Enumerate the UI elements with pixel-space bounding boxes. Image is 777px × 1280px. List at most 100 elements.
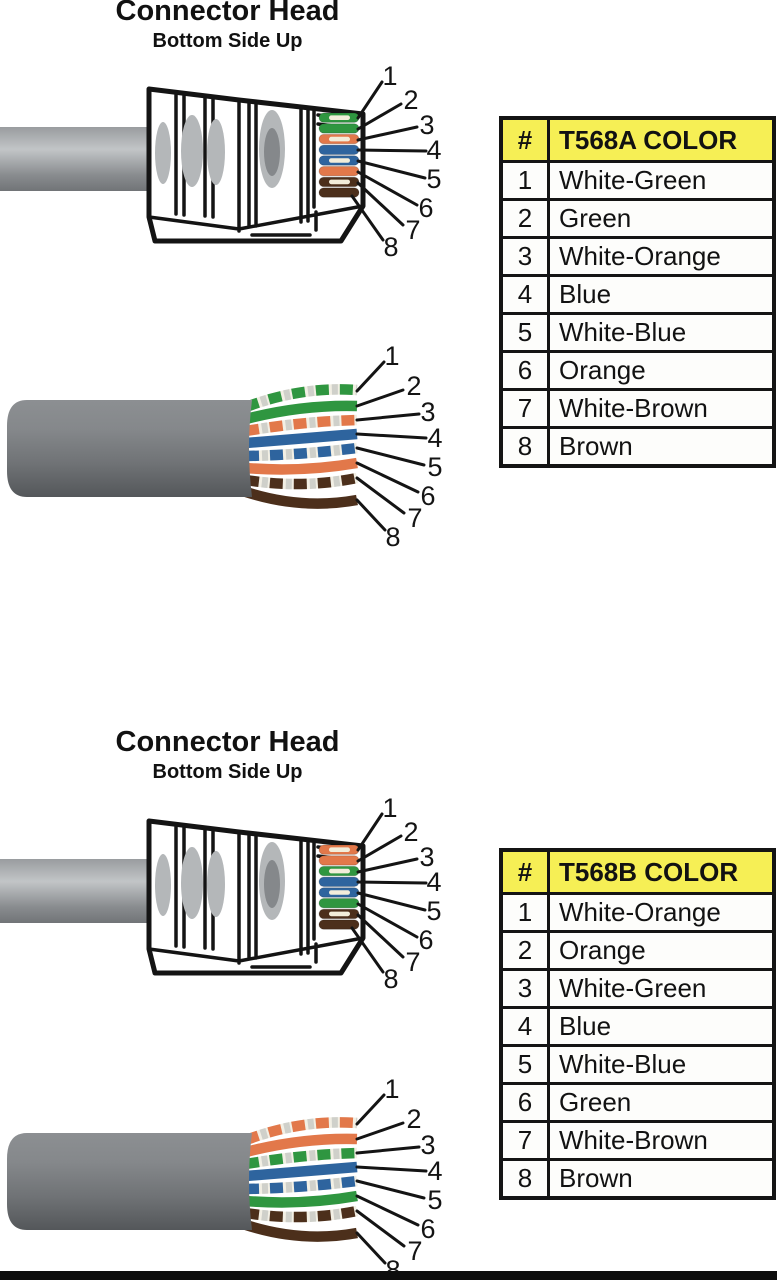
- cable-jacket: [0, 859, 148, 923]
- wire-number-labels: 1 2 3 4 5 6 7 8: [384, 1074, 442, 1280]
- connector-pins-t568b: [318, 844, 360, 930]
- page-subtitle: Bottom Side Up: [152, 30, 303, 52]
- page-title: Connector Head: [115, 726, 340, 758]
- pin-label-2: 2: [403, 817, 418, 847]
- pin-number-cell: 2: [499, 930, 550, 971]
- pin-number-cell: 8: [499, 1158, 550, 1200]
- pin-number-cell: 1: [499, 160, 550, 201]
- pin-label-8: 8: [383, 964, 398, 994]
- wire-label-4: 4: [427, 423, 442, 453]
- pin-label-2: 2: [403, 85, 418, 115]
- color-name-cell: White-Brown: [547, 388, 776, 429]
- color-name-cell: Green: [547, 198, 776, 239]
- wire-2-green: [244, 400, 358, 425]
- pin-number-cell: 5: [499, 312, 550, 353]
- wire-6-green: [245, 1190, 358, 1208]
- pin-number-cell: 4: [499, 274, 550, 315]
- cable-jacket: [7, 400, 252, 497]
- pin-4-blue: [318, 144, 360, 156]
- column-header-pin-number: #: [499, 848, 550, 895]
- wire-label-6: 6: [420, 481, 435, 511]
- table-header-row: # T568A COLOR: [499, 116, 776, 163]
- color-name-cell: White-Brown: [547, 1120, 776, 1161]
- wire-label-3: 3: [420, 1130, 435, 1160]
- pin-white-stripes: [329, 847, 350, 917]
- wire-5-white-blue: [245, 442, 358, 462]
- color-name-cell: White-Orange: [547, 892, 776, 933]
- pin-label-1: 1: [382, 793, 397, 823]
- pin-label-7: 7: [405, 947, 420, 977]
- wire-label-3: 3: [420, 397, 435, 427]
- pin-leader-lines: [350, 80, 428, 242]
- cable-wires-t568a: 1 2 3 4 5 6 7 8: [7, 341, 443, 552]
- wire-1-white-green: [244, 384, 358, 412]
- table-header-row: # T568B COLOR: [499, 848, 776, 895]
- column-header-color: T568A COLOR: [547, 116, 776, 163]
- color-name-cell: White-Blue: [547, 1044, 776, 1085]
- color-name-cell: White-Orange: [547, 236, 776, 277]
- color-name-cell: White-Blue: [547, 312, 776, 353]
- pin-6-green: [318, 898, 360, 909]
- pin-number-cell: 8: [499, 426, 550, 468]
- color-name-cell: Brown: [547, 426, 776, 468]
- pin-number-cell: 6: [499, 1082, 550, 1123]
- color-name-cell: Blue: [547, 1006, 776, 1047]
- wire-label-7: 7: [407, 503, 422, 533]
- column-header-pin-number: #: [499, 116, 550, 163]
- color-name-cell: Green: [547, 1082, 776, 1123]
- wire-label-7: 7: [407, 1236, 422, 1266]
- wire-label-1: 1: [384, 341, 399, 371]
- rj45-connector-t568b: 1 2 3 4 5 6 7 8: [0, 793, 442, 994]
- wire-2-orange: [244, 1133, 358, 1158]
- wire-label-5: 5: [427, 1185, 442, 1215]
- pin-label-8: 8: [383, 232, 398, 262]
- wire-number-labels: 1 2 3 4 5 6 7 8: [384, 341, 442, 552]
- color-name-cell: Blue: [547, 274, 776, 315]
- pin-2-orange: [318, 855, 360, 866]
- pin-number-cell: 3: [499, 968, 550, 1009]
- wire-5-white-blue: [245, 1175, 358, 1195]
- color-name-cell: Orange: [547, 350, 776, 391]
- wire-4-blue: [245, 1161, 358, 1182]
- pin-label-4: 4: [426, 867, 441, 897]
- pin-number-cell: 3: [499, 236, 550, 277]
- page-title: Connector Head: [115, 0, 340, 27]
- wire-label-5: 5: [427, 452, 442, 482]
- wire-3-white-orange: [245, 414, 358, 437]
- pin-number-cell: 1: [499, 892, 550, 933]
- color-name-cell: White-Green: [547, 160, 776, 201]
- color-name-cell: White-Green: [547, 968, 776, 1009]
- pin-number-cell: 2: [499, 198, 550, 239]
- connector-shading: [155, 842, 285, 920]
- wire-3-white-green: [245, 1147, 358, 1170]
- wire-label-2: 2: [406, 371, 421, 401]
- pin-white-stripes: [329, 115, 350, 185]
- pin-label-3: 3: [419, 110, 434, 140]
- pin-label-3: 3: [419, 842, 434, 872]
- wire-label-4: 4: [427, 1156, 442, 1186]
- pin-label-4: 4: [426, 135, 441, 165]
- pin-4-blue: [318, 876, 360, 888]
- pin-number-labels: 1 2 3 4 5 6 7 8: [382, 61, 441, 262]
- wire-1-white-orange: [244, 1117, 358, 1145]
- wire-leader-lines: [355, 1093, 428, 1265]
- connector-pins-t568a: [318, 112, 360, 198]
- section-t568a-title-block: Connector Head Bottom Side Up: [55, 0, 400, 52]
- wire-label-2: 2: [406, 1104, 421, 1134]
- wire-8-brown: [244, 1220, 358, 1242]
- pin-2-green: [318, 123, 360, 134]
- wire-7-white-brown: [245, 1205, 359, 1223]
